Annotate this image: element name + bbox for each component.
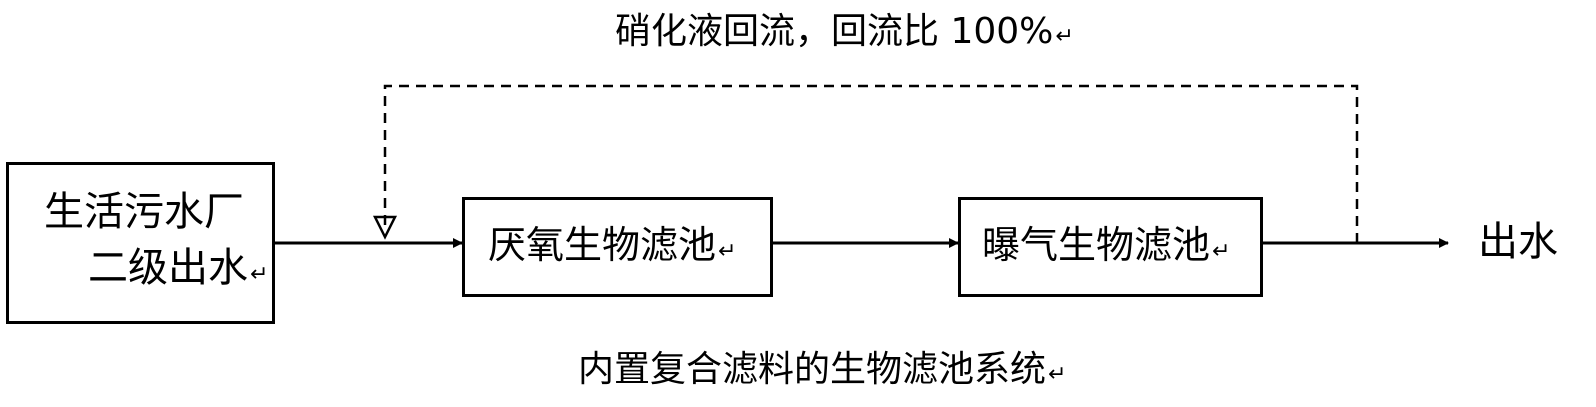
return-mark: ↵ [1212, 239, 1231, 264]
source-box [6, 162, 275, 324]
source-line1-text: 生活污水厂 [44, 189, 244, 235]
anaerobic-filter-text: 厌氧生物滤池 [488, 223, 717, 267]
return-mark: ↵ [1055, 24, 1074, 49]
aerated-filter-box [958, 197, 1263, 297]
recycle-label-text: 硝化液回流，回流比 100% [615, 11, 1054, 52]
recycle-arrowhead [372, 215, 398, 240]
aerated-filter-text: 曝气生物滤池 [982, 223, 1211, 267]
system-caption-text: 内置复合滤料的生物滤池系统 [578, 349, 1047, 390]
recycle-label: 硝化液回流，回流比 100%↵ [615, 14, 1074, 50]
source-line2: 二级出水↵ [88, 248, 268, 288]
return-mark: ↵ [250, 262, 269, 287]
anaerobic-filter-label: 厌氧生物滤池↵ [488, 226, 736, 264]
output-label-text: 出水 [1478, 219, 1558, 265]
source-line2-text: 二级出水 [88, 245, 248, 291]
anaerobic-filter-box [462, 197, 773, 297]
source-line1: 生活污水厂 [44, 192, 244, 232]
recycle-dashed-line [383, 84, 1359, 243]
return-mark: ↵ [718, 239, 737, 264]
aerated-filter-label: 曝气生物滤池↵ [982, 226, 1230, 264]
output-label: 出水 [1478, 222, 1558, 262]
system-caption: 内置复合滤料的生物滤池系统↵ [578, 352, 1066, 388]
return-mark: ↵ [1048, 362, 1067, 387]
